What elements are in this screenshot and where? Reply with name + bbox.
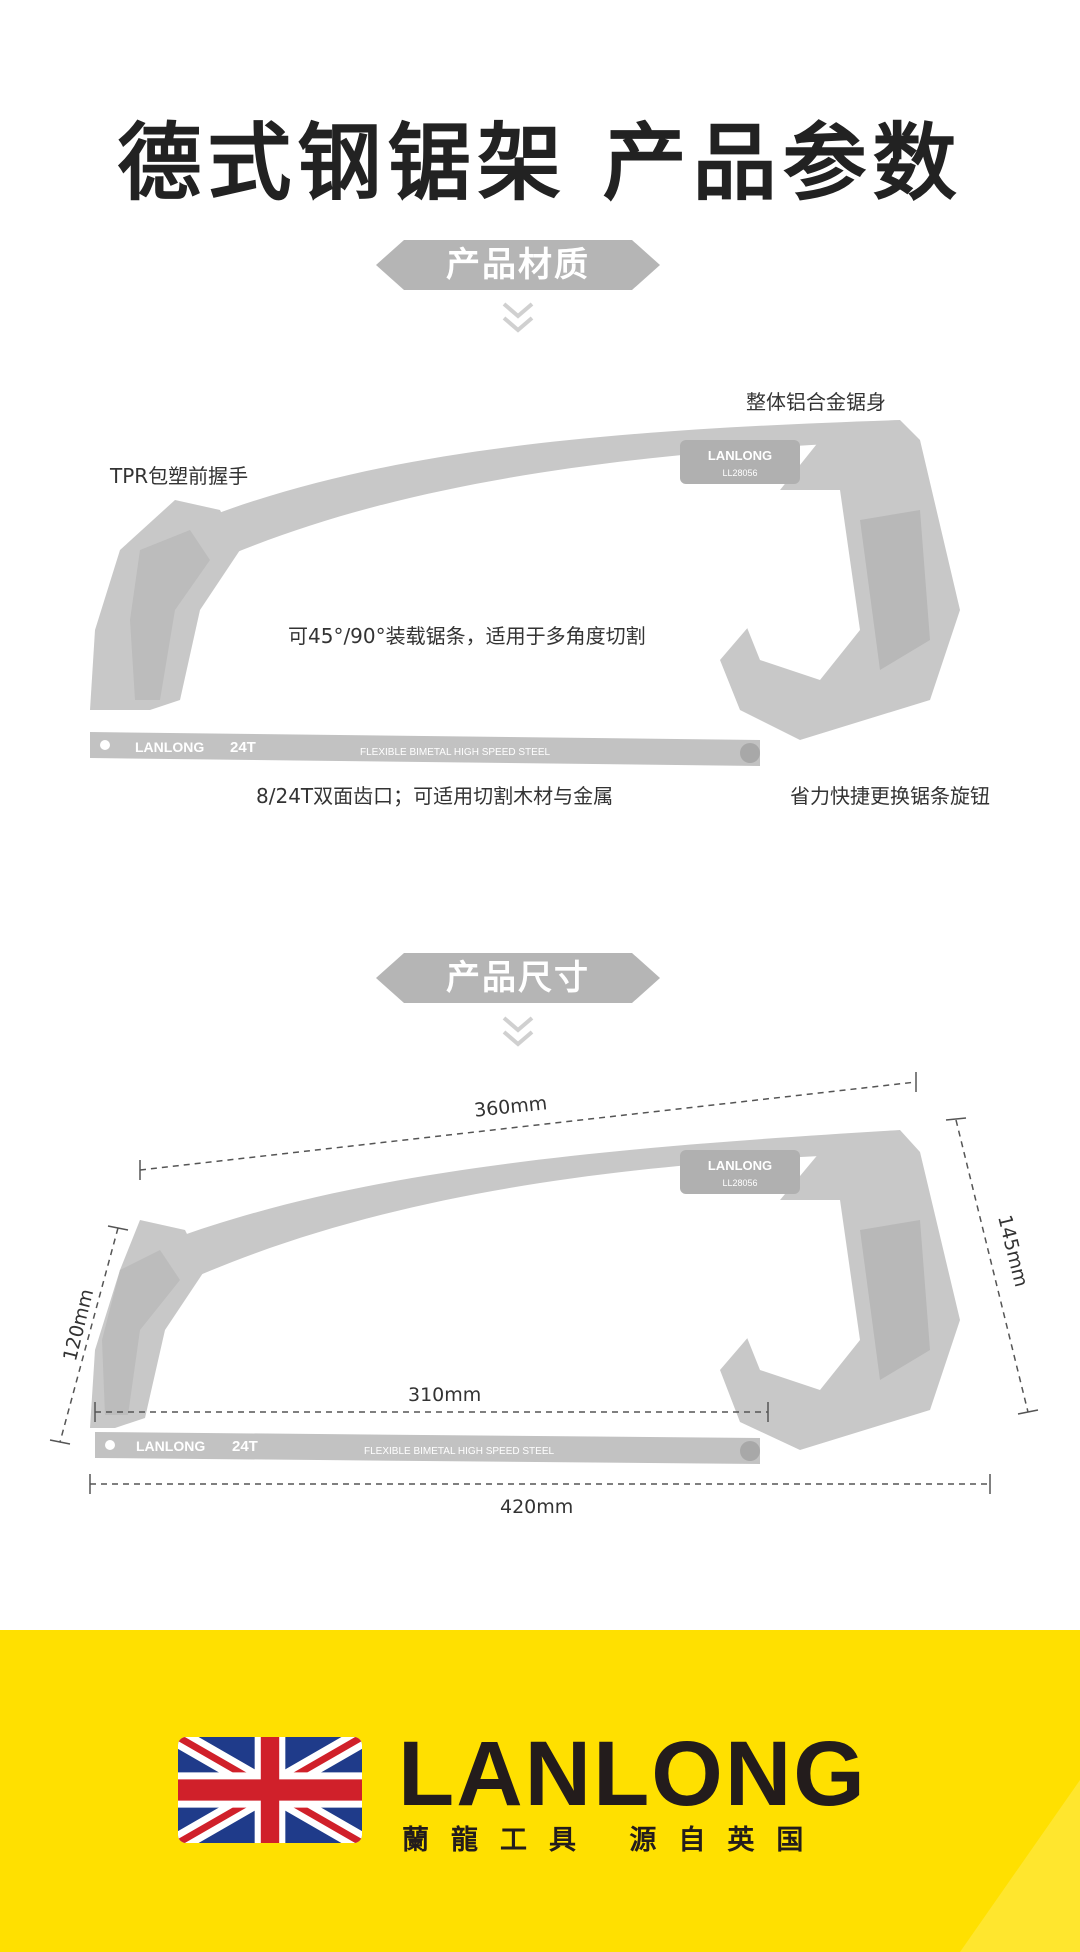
chevron-down-icon (502, 1016, 534, 1047)
hacksaw-illustration-material: LANLONG LL28056 LANLONG 24T FLEXIBLE BIM… (90, 420, 960, 766)
dim-label-blade-span: 310mm (408, 1384, 482, 1406)
callout-grip: TPR包塑前握手 (110, 464, 249, 488)
dim-line-left (59, 1227, 119, 1443)
blade-teeth-text: 24T (230, 739, 256, 756)
callout-knob: 省力快捷更换锯条旋钮 (790, 784, 990, 808)
brand-subtitle: 蘭龍工具 源自英国 (402, 1825, 826, 1856)
section-tag-label: 产品材质 (446, 245, 590, 285)
frame-model-text: LL28056 (722, 1178, 757, 1188)
section-tag-size: 产品尺寸 (376, 953, 660, 1003)
chevron-down-icon (502, 302, 534, 333)
blade-spec-text: FLEXIBLE BIMETAL HIGH SPEED STEEL (360, 747, 550, 758)
union-jack-flag-icon (178, 1737, 362, 1843)
brand-footer: LANLONG 蘭龍工具 源自英国 (0, 1630, 1080, 1952)
frame-brand-text: LANLONG (708, 448, 772, 463)
section-tag-material: 产品材质 (376, 240, 660, 290)
blade-spec-text: FLEXIBLE BIMETAL HIGH SPEED STEEL (364, 1446, 554, 1457)
dim-label-overall: 420mm (500, 1496, 574, 1518)
frame-model-text: LL28056 (722, 468, 757, 478)
blade-teeth-text: 24T (232, 1438, 258, 1455)
section-tag-label: 产品尺寸 (446, 958, 590, 998)
dim-line-top (139, 1081, 917, 1171)
callout-teeth: 8/24T双面齿口；可适用切割木材与金属 (256, 784, 614, 808)
brand-logo-text: LANLONG (398, 1723, 867, 1825)
blade-brand-text: LANLONG (136, 1438, 205, 1454)
page-title: 德式钢锯架 产品参数 (117, 114, 963, 212)
callout-body: 整体铝合金锯身 (746, 390, 886, 414)
blade-brand-text: LANLONG (135, 739, 204, 755)
callout-angle: 可45°/90°装载锯条，适用于多角度切割 (288, 624, 646, 648)
hacksaw-illustration-dimensions: LANLONG LL28056 LANLONG 24T FLEXIBLE BIM… (49, 1072, 1039, 1494)
frame-brand-text: LANLONG (708, 1158, 772, 1173)
